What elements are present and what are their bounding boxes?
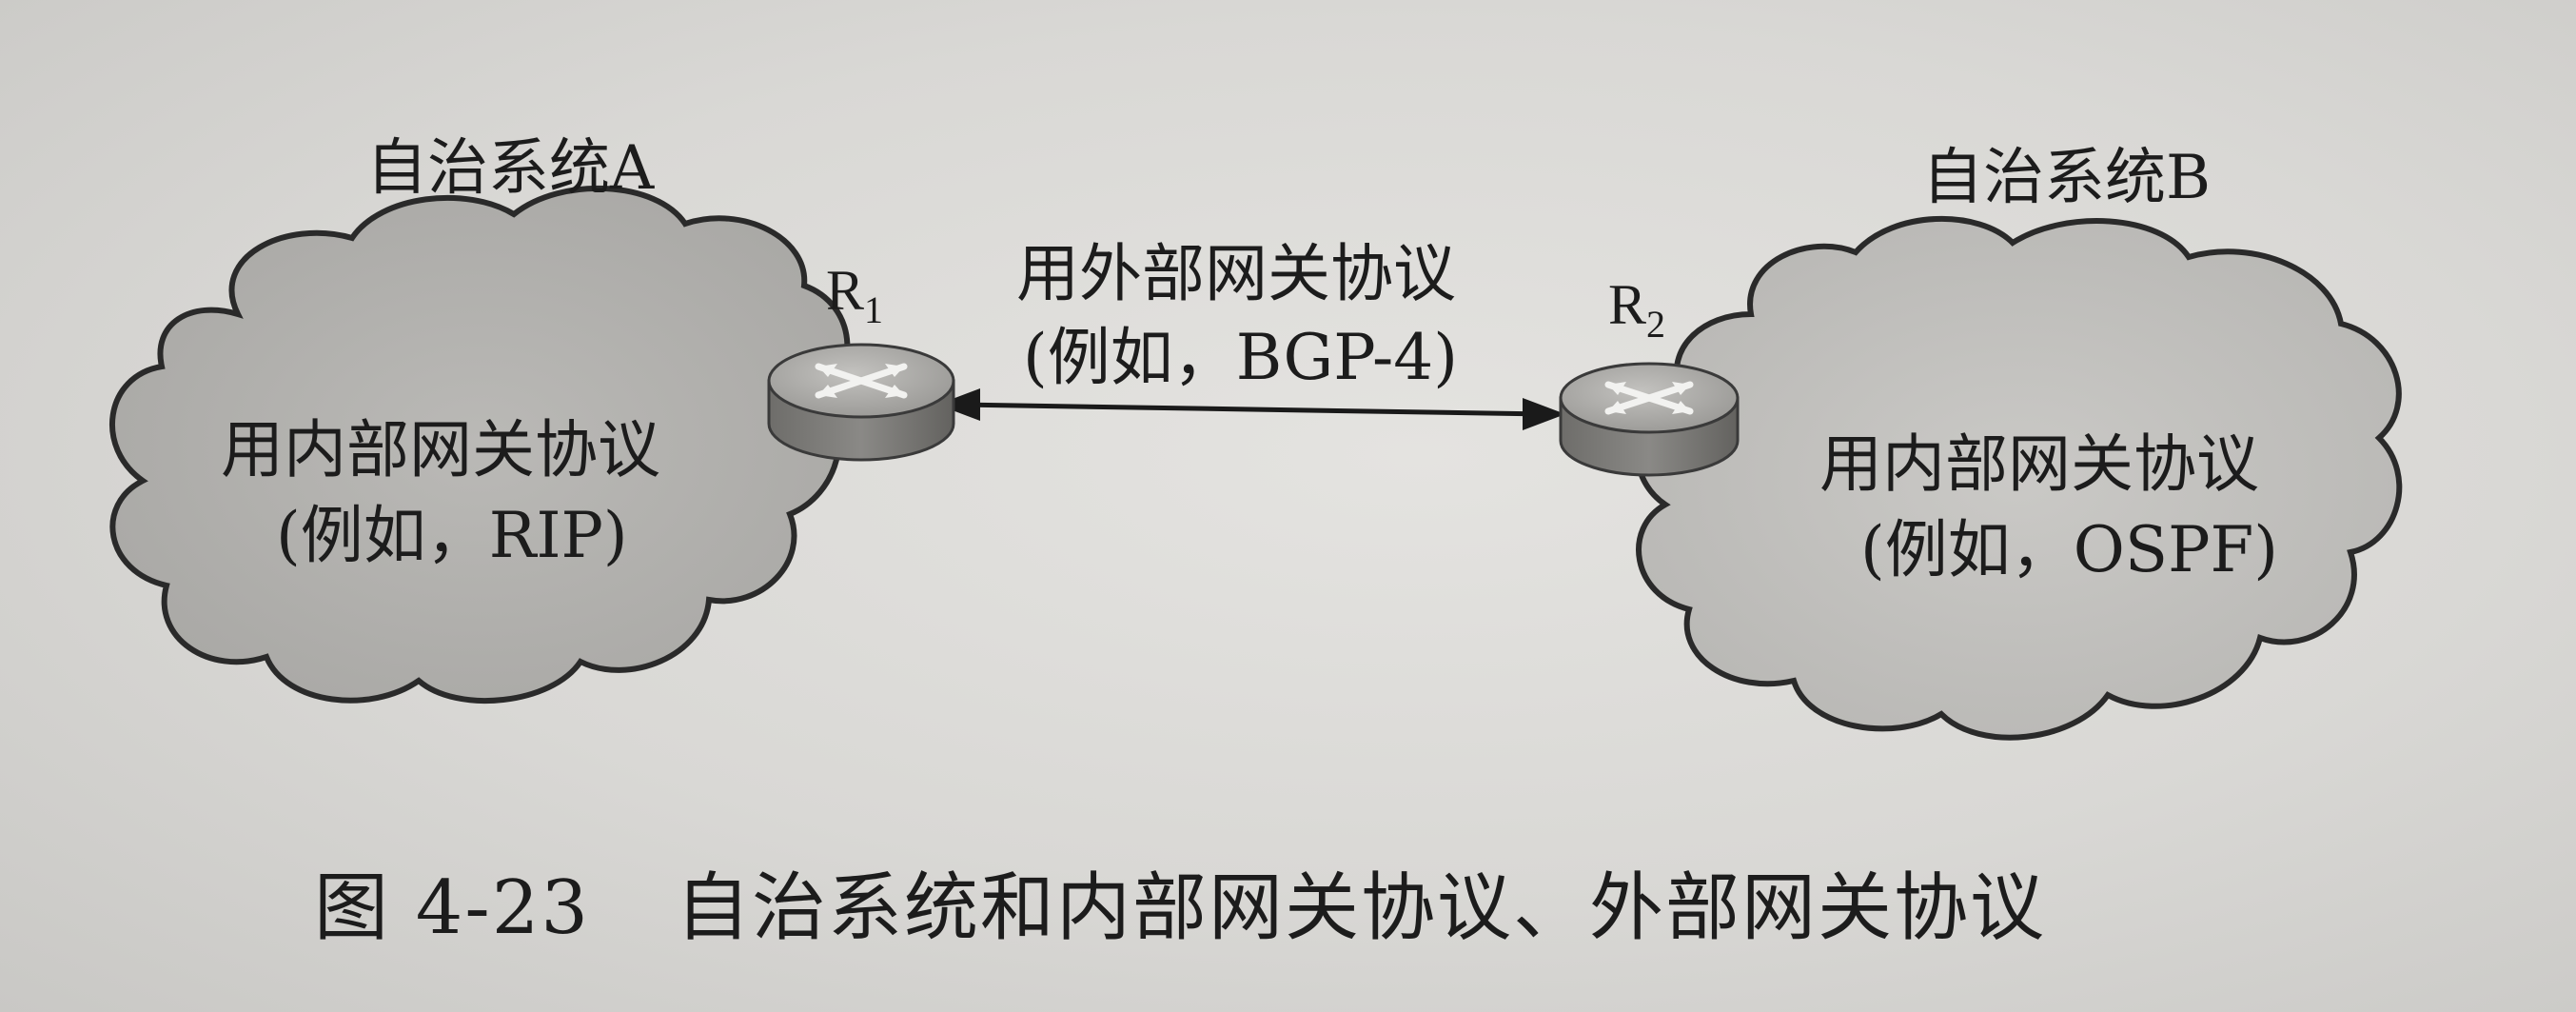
bgp-link-arrowhead-left xyxy=(937,388,980,421)
as-b-protocol-example: (例如，OSPF) xyxy=(1860,513,2279,586)
autonomous-system-a-cloud xyxy=(109,185,851,704)
as-a-protocol-name: 用内部网关协议 xyxy=(221,413,660,486)
external-protocol-example: (例如，BGP-4) xyxy=(1023,321,1459,394)
autonomous-system-a-title: 自治系统A xyxy=(366,133,655,204)
as-a-protocol-example: (例如，RIP) xyxy=(276,499,628,572)
router-r2-icon xyxy=(1559,362,1740,477)
router-r1-icon xyxy=(767,343,955,462)
bgp-link-arrowhead-right xyxy=(1523,398,1565,430)
autonomous-system-b-cloud xyxy=(1633,215,2403,741)
router-r2-label: R2 xyxy=(1608,273,1666,346)
autonomous-system-b-title: 自治系统B xyxy=(1922,143,2212,213)
external-protocol-name: 用外部网关协议 xyxy=(1016,237,1456,310)
as-b-protocol-name: 用内部网关协议 xyxy=(1819,427,2259,501)
figure-caption-text: 自治系统和内部网关协议、外部网关协议 xyxy=(676,865,2047,951)
router-r1-label: R1 xyxy=(826,259,884,331)
bgp-link-line xyxy=(955,402,1547,417)
figure-number: 图 4-23 xyxy=(314,865,591,951)
